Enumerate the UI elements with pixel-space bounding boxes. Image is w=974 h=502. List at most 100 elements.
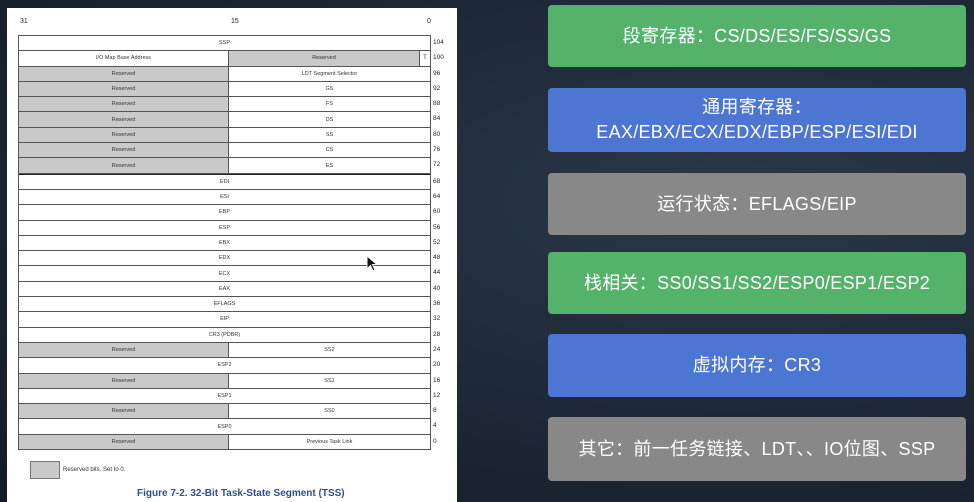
tss-row: EBX 52 bbox=[19, 236, 440, 252]
legend-reserved-swatch bbox=[30, 461, 60, 479]
card-other: 其它：前一任务链接、LDT、、IO位图、SSP bbox=[548, 417, 966, 481]
tss-offset-label: 40 bbox=[433, 284, 441, 292]
tss-row: SSP 104 bbox=[19, 36, 444, 52]
card-segment-registers: 段寄存器：CS/DS/ES/FS/SS/GS bbox=[548, 5, 966, 67]
tss-offset-label: 32 bbox=[433, 315, 441, 323]
tss-offset-label: 76 bbox=[433, 146, 441, 154]
tss-row: Reserved ES 72 bbox=[19, 158, 440, 174]
tss-offset-label: 12 bbox=[433, 391, 441, 399]
tss-row: ESP2 20 bbox=[19, 358, 440, 374]
tss-row: Reserved CS 76 bbox=[19, 143, 440, 159]
tss-t-flag-cell: T bbox=[419, 51, 430, 66]
tss-field-cell: EDI bbox=[219, 178, 230, 185]
tss-field-cell: FS bbox=[325, 101, 334, 108]
tss-field-cell: EBX bbox=[218, 240, 230, 246]
tss-field-cell: ES bbox=[325, 162, 334, 169]
card-run-state-text: 运行状态：EFLAGS/EIP bbox=[657, 193, 857, 214]
card-run-state: 运行状态：EFLAGS/EIP bbox=[548, 173, 966, 235]
tss-offset-label: 68 bbox=[433, 177, 441, 185]
tss-reserved-cell: Reserved bbox=[19, 127, 229, 143]
tss-reserved-cell: Reserved bbox=[19, 66, 229, 81]
tss-row: ESP 56 bbox=[19, 221, 440, 236]
tss-offset-label: 48 bbox=[433, 254, 441, 262]
tss-row: Reserved DS 84 bbox=[19, 112, 440, 128]
tss-reserved-cell: Reserved bbox=[19, 342, 229, 358]
tss-field-cell: EIP bbox=[220, 316, 229, 323]
tss-row: Reserved SS0 8 bbox=[19, 404, 437, 420]
tss-offset-label: 104 bbox=[433, 39, 444, 46]
tss-offset-label: 88 bbox=[433, 100, 441, 108]
tss-offset-label: 60 bbox=[433, 208, 441, 216]
tss-field-cell: ESP bbox=[218, 224, 230, 231]
card-virtual-memory-text: 虚拟内存：CR3 bbox=[692, 355, 822, 375]
tss-offset-label: 100 bbox=[433, 54, 444, 62]
tss-field-cell: CS bbox=[325, 147, 334, 154]
tss-field-cell: Previous Task Link bbox=[306, 438, 353, 445]
tss-field-cell: DS bbox=[325, 116, 334, 123]
tss-field-cell: ESP2 bbox=[217, 362, 232, 369]
tss-field-cell: LDT Segment Selector bbox=[301, 70, 358, 77]
tss-offset-label: 44 bbox=[433, 269, 441, 277]
bit-15-label: 15 bbox=[231, 18, 239, 25]
bit-number-header: 31 15 0 bbox=[7, 18, 457, 30]
tss-row: EAX 40 bbox=[19, 282, 440, 298]
tss-row: CR3 (PDBR) 28 bbox=[19, 328, 440, 343]
bit-0-label: 0 bbox=[427, 18, 431, 25]
mouse-cursor-icon bbox=[366, 255, 379, 272]
tss-offset-label: 56 bbox=[433, 223, 441, 231]
tss-offset-label: 8 bbox=[433, 407, 437, 415]
tss-reserved-cell: Reserved bbox=[19, 97, 229, 112]
tss-offset-label: 80 bbox=[433, 130, 441, 138]
tss-field-cell: ESP1 bbox=[217, 392, 232, 399]
card-stack-related: 栈相关：SS0/SS1/SS2/ESP0/ESP1/ESP2 bbox=[548, 252, 966, 314]
tss-field-cell: CR3 (PDBR) bbox=[208, 331, 241, 338]
card-segment-registers-text: 段寄存器：CS/DS/ES/FS/SS/GS bbox=[622, 25, 892, 46]
card-virtual-memory: 虚拟内存：CR3 bbox=[548, 334, 966, 397]
tss-field-cell: I/O Map Base Address bbox=[19, 51, 229, 66]
tss-offset-label: 16 bbox=[433, 376, 441, 384]
card-general-registers-text: 通用寄存器：EAX/EBX/ECX/EDX/EBP/ESP/ESI/EDI bbox=[596, 97, 918, 142]
card-general-registers: 通用寄存器：EAX/EBX/ECX/EDX/EBP/ESP/ESI/EDI bbox=[548, 88, 966, 152]
tss-reserved-cell: Reserved bbox=[19, 404, 229, 419]
tss-offset-label: 84 bbox=[433, 115, 441, 123]
tss-reserved-cell: Reserved bbox=[19, 81, 229, 97]
tss-field-cell: SS2 bbox=[324, 347, 335, 354]
tss-field-cell: EAX bbox=[218, 285, 230, 292]
figure-caption: Figure 7-2. 32-Bit Task-State Segment (T… bbox=[137, 488, 345, 499]
tss-offset-label: 36 bbox=[433, 300, 441, 308]
tss-field-cell: GS bbox=[325, 86, 334, 93]
tss-offset-label: 20 bbox=[433, 361, 441, 369]
card-other-text: 其它：前一任务链接、LDT、、IO位图、SSP bbox=[578, 438, 936, 459]
tss-offset-label: 92 bbox=[433, 84, 441, 92]
tss-row: Reserved SS 80 bbox=[19, 127, 440, 144]
tss-field-cell: ESI bbox=[220, 194, 229, 201]
tss-reserved-cell: Reserved bbox=[19, 373, 229, 388]
tss-row: Reserved FS 88 bbox=[19, 97, 440, 113]
tss-offset-label: 72 bbox=[433, 161, 441, 169]
tss-offset-label: 28 bbox=[433, 330, 441, 338]
tss-offset-label: 4 bbox=[433, 422, 437, 430]
tss-row: EDI 68 bbox=[19, 173, 440, 190]
tss-field-cell: SSP bbox=[218, 40, 230, 47]
card-stack-related-text: 栈相关：SS0/SS1/SS2/ESP0/ESP1/ESP2 bbox=[583, 272, 931, 293]
tss-reserved-cell: Reserved bbox=[19, 112, 229, 127]
bit-31-label: 31 bbox=[20, 18, 28, 25]
legend-text: Reserved bits. Set to 0. bbox=[63, 467, 126, 473]
tss-reserved-cell: Reserved bbox=[19, 143, 229, 158]
tss-offset-label: 52 bbox=[433, 238, 441, 246]
tss-field-cell: SS bbox=[325, 131, 334, 138]
tss-field-cell: SS0 bbox=[324, 408, 335, 415]
tss-reserved-cell: Reserved bbox=[19, 158, 229, 173]
